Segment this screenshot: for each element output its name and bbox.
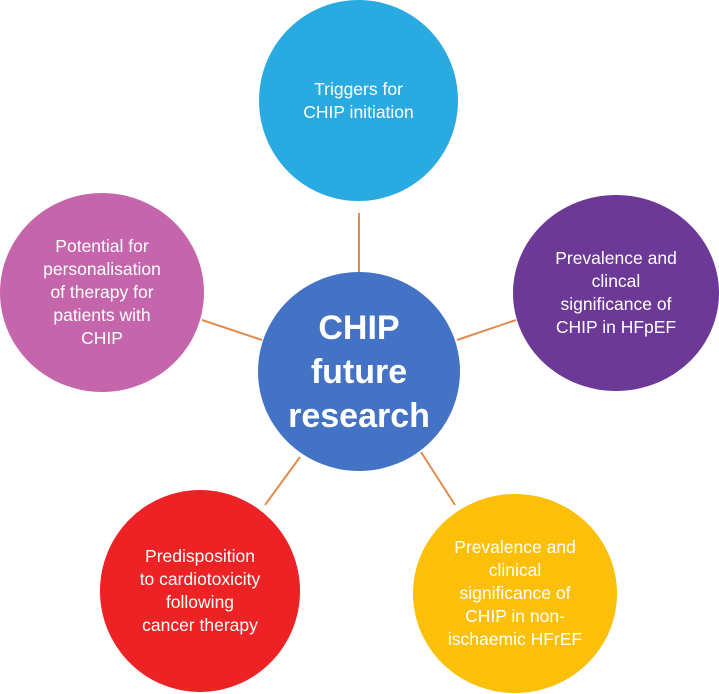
center-label: CHIP future research <box>288 308 430 435</box>
connector-hfpef <box>456 319 517 341</box>
node-label: Prevalence and clincal significance of C… <box>555 248 677 337</box>
center-node-chip-future-research: CHIP future research <box>258 272 460 471</box>
connector-hfref <box>420 451 456 506</box>
node-personalisation-of-therapy: Potential for personalisation of therapy… <box>0 193 204 392</box>
node-prevalence-non-ischaemic-hfref: Prevalence and clinical significance of … <box>413 494 617 693</box>
node-triggers-for-chip-initiation: Triggers for CHIP initiation <box>259 0 458 201</box>
node-label: Predisposition to cardiotoxicity followi… <box>139 546 261 635</box>
node-predisposition-cardiotoxicity: Predisposition to cardiotoxicity followi… <box>100 490 300 692</box>
node-label: Prevalence and clinical significance of … <box>447 537 583 649</box>
connector-cardiotoxicity <box>264 456 301 506</box>
node-label: Potential for personalisation of therapy… <box>43 236 161 348</box>
connector-personalisation <box>201 319 263 341</box>
node-prevalence-hfpef: Prevalence and clincal significance of C… <box>513 195 719 391</box>
node-label: Triggers for CHIP initiation <box>303 78 414 122</box>
